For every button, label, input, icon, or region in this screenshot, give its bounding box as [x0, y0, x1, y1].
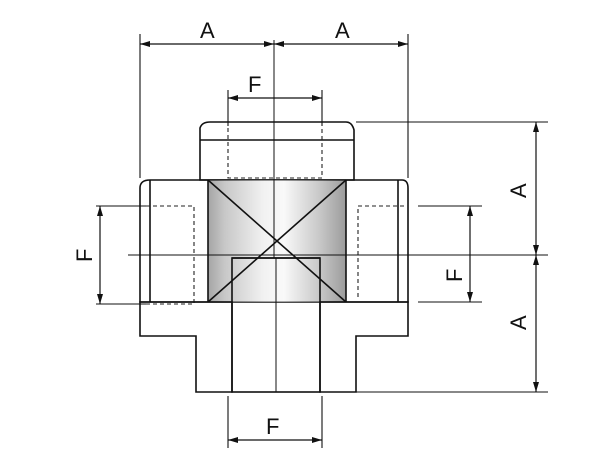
right-lower-a-label: A: [506, 315, 531, 330]
dim-left-f: F: [72, 205, 146, 305]
right-upper-a-label: A: [506, 183, 531, 198]
dim-right-f: F: [418, 205, 482, 303]
right-f-label: F: [442, 269, 467, 282]
left-f-label: F: [72, 249, 97, 262]
top-f-label: F: [248, 72, 261, 97]
bottom-f-label: F: [266, 414, 279, 439]
section-lower: [139, 257, 409, 393]
top-left-a-label: A: [200, 18, 215, 43]
vertical-top-body: [199, 121, 355, 181]
center-lines: [128, 40, 548, 258]
dim-bottom-f: F: [227, 396, 323, 448]
dim-top-a: A A: [139, 18, 409, 178]
top-right-a-label: A: [335, 18, 350, 43]
arm-ends: [149, 180, 399, 302]
center-cross-region: [207, 179, 347, 303]
dim-top-f: F: [227, 72, 323, 126]
hidden-thread-lines: [146, 128, 404, 305]
dim-right-a: A A: [356, 121, 548, 393]
